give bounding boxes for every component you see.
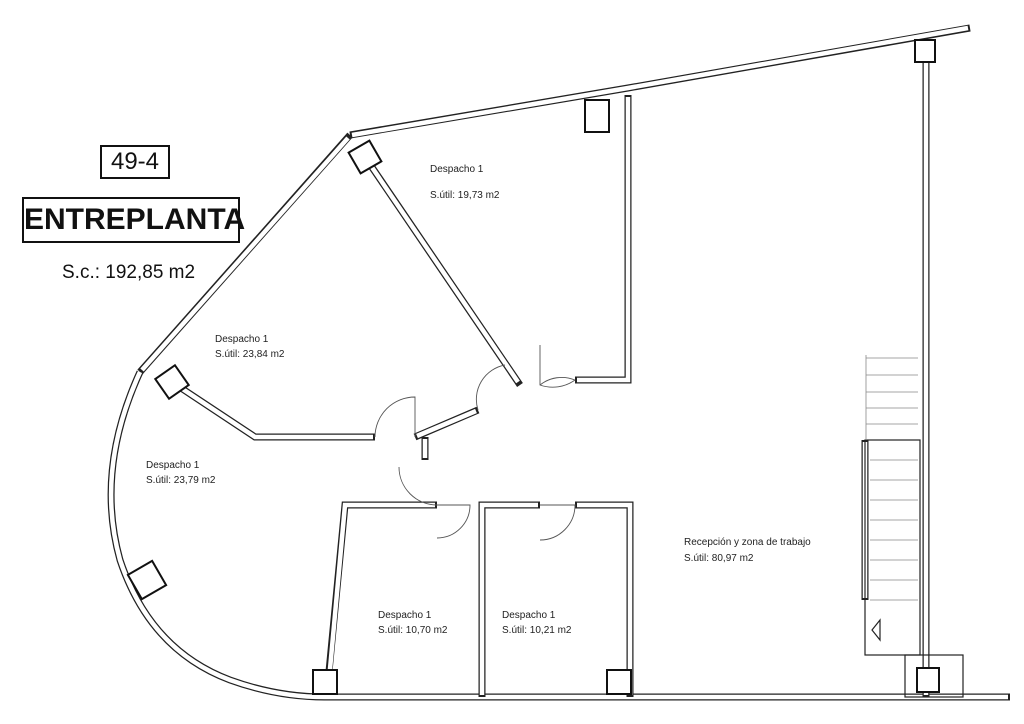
columns — [126, 39, 940, 695]
room-name: Recepción y zona de trabajo — [684, 537, 811, 548]
room-area: S.útil: 23,79 m2 — [146, 475, 216, 486]
room-area: S.útil: 10,21 m2 — [502, 625, 572, 636]
room-area: S.útil: 23,84 m2 — [215, 349, 285, 360]
room-name: Despacho 1 — [502, 610, 556, 621]
floor-title: ENTREPLANTA — [22, 197, 245, 243]
room-name: Despacho 1 — [215, 334, 269, 345]
room-labels: Despacho 1 S.útil: 19,73 m2 Despacho 1 S… — [146, 164, 811, 636]
room-area: S.útil: 80,97 m2 — [684, 553, 754, 564]
room-area: S.útil: 10,70 m2 — [378, 625, 448, 636]
doors — [374, 345, 576, 541]
staircase — [864, 355, 964, 698]
total-area-label: S.c.: 192,85 m2 — [62, 262, 196, 283]
interior-walls — [170, 95, 869, 697]
plan-code-label: 49-4 — [100, 145, 170, 179]
room-name: Despacho 1 — [378, 610, 432, 621]
room-area: S.útil: 19,73 m2 — [430, 190, 500, 201]
room-name: Despacho 1 — [430, 164, 484, 175]
exterior-walls — [107, 24, 1010, 701]
room-name: Despacho 1 — [146, 460, 200, 471]
